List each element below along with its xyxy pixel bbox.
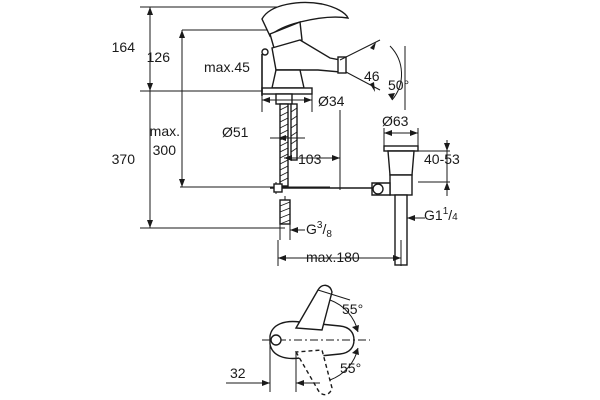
dim-g1: G11/4 bbox=[424, 206, 458, 223]
dim-164: 164 bbox=[112, 39, 136, 55]
dim-370: 370 bbox=[112, 151, 136, 167]
dim-g38: G3/8 bbox=[306, 220, 332, 240]
dim-55-degree-top: 55° bbox=[342, 301, 363, 317]
dim-max-label: max. bbox=[150, 123, 180, 139]
dim-55-degree-bottom: 55° bbox=[340, 360, 361, 376]
dim-max180: max.180 bbox=[306, 249, 360, 265]
faucet-top-view bbox=[226, 284, 370, 396]
dim-46: 46 bbox=[364, 68, 380, 84]
left-dimension-lines bbox=[140, 6, 330, 229]
dim-50-degree: 50° bbox=[388, 77, 409, 93]
dim-126: 126 bbox=[147, 49, 171, 65]
dim-diameter-63: Ø63 bbox=[382, 113, 409, 129]
dim-40-53: 40-53 bbox=[424, 151, 460, 167]
right-dimension-lines bbox=[261, 39, 450, 266]
faucet-side-view bbox=[261, 1, 376, 225]
dim-103: 103 bbox=[298, 151, 322, 167]
dim-diameter-51: Ø51 bbox=[222, 124, 249, 140]
dim-max45: max.45 bbox=[204, 59, 250, 75]
pop-up-waste bbox=[371, 145, 419, 266]
dim-300: 300 bbox=[153, 142, 177, 158]
dim-32: 32 bbox=[230, 365, 246, 381]
dimension-labels: 164 126 max.45 46 50° Ø34 max. 300 370 Ø… bbox=[112, 39, 460, 381]
dim-diameter-34: Ø34 bbox=[318, 93, 345, 109]
